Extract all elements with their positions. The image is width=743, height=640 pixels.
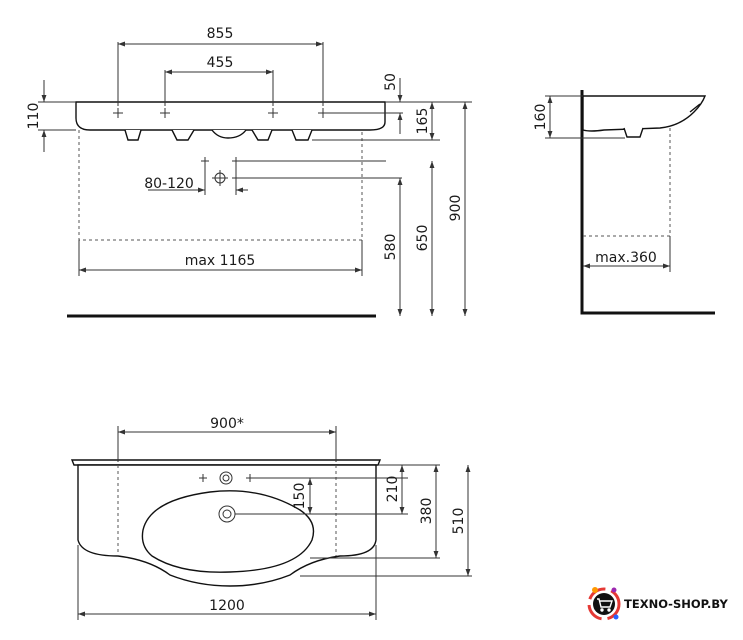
dim-1200: 1200 [209, 598, 245, 614]
dim-900-star: 900* [210, 416, 244, 432]
texno-shop-logo: TEXNO-SHOP.BY [587, 587, 728, 621]
dim-160: 160 [533, 104, 549, 131]
dim-165: 165 [415, 108, 431, 135]
dim-900: 900 [448, 195, 464, 222]
dim-580: 580 [383, 234, 399, 261]
dim-150: 150 [292, 483, 308, 510]
wall-line [580, 90, 715, 315]
dim-max-1165: max 1165 [185, 253, 256, 269]
dim-max-360: max.360 [595, 250, 657, 266]
top-view: 900* 150 210 380 510 1200 [70, 416, 472, 620]
dim-510: 510 [451, 508, 467, 535]
side-view: 160 max.360 [533, 90, 715, 315]
front-view: 855 455 110 50 165 900 650 580 80-120 [26, 26, 472, 318]
dim-110: 110 [26, 103, 42, 130]
dim-455: 455 [207, 55, 234, 71]
cart-icon [597, 598, 613, 612]
dim-650: 650 [415, 225, 431, 252]
dim-210: 210 [385, 476, 401, 503]
dim-80-120: 80-120 [144, 176, 194, 192]
dim-855: 855 [207, 26, 234, 42]
logo-text: TEXNO-SHOP.BY [624, 597, 728, 611]
dim-50: 50 [383, 73, 399, 91]
dim-380: 380 [419, 498, 435, 525]
